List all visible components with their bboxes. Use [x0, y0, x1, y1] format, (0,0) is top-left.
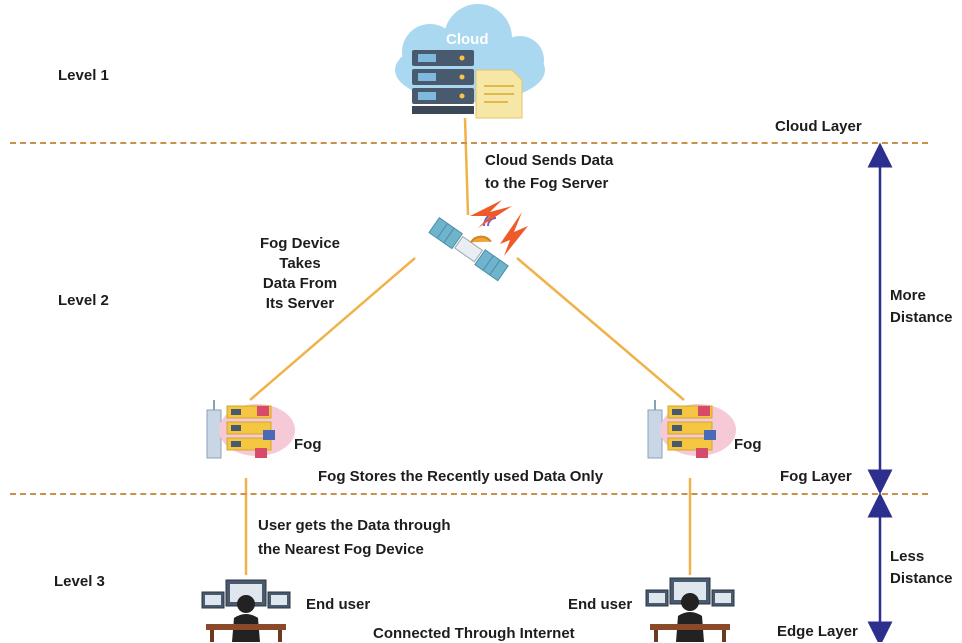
- level-1-label: Level 1: [58, 67, 109, 84]
- connector-lines: [244, 117, 692, 575]
- user-gets-text-line2: the Nearest Fog Device: [258, 541, 424, 558]
- satellite-to-fog-left-line: [249, 257, 416, 401]
- fog-device-text-line3: Data From: [262, 275, 338, 292]
- cloud-server-icon: [395, 4, 545, 119]
- fog-layer-label: Fog Layer: [780, 468, 852, 485]
- cloud-sends-text-line1: Cloud Sends Data: [485, 152, 614, 169]
- fog-stores-text: Fog Stores the Recently used Data Only: [318, 468, 604, 485]
- end-user-workstation-icon: [201, 579, 291, 642]
- level-2-label: Level 2: [58, 292, 109, 309]
- end-user-right-label: End user: [568, 596, 633, 613]
- less-distance-text-line2: Distance: [890, 570, 953, 587]
- level-3-label: Level 3: [54, 573, 105, 590]
- cloud-to-satellite-line: [463, 117, 470, 216]
- satellite-to-fog-right-line: [516, 257, 685, 401]
- lightning-icon: [470, 200, 528, 256]
- fog-layer-divider: [10, 493, 928, 495]
- fog-left-label: Fog: [294, 436, 322, 453]
- more-distance-text-line2: Distance: [890, 309, 953, 326]
- cloud-layer-label: Cloud Layer: [775, 118, 862, 135]
- cloud-label: Cloud: [446, 31, 489, 48]
- fog-device-text-line4: Its Server: [265, 295, 335, 312]
- connected-text: Connected Through Internet: [373, 625, 575, 642]
- less-distance-text-line1: Less: [890, 548, 925, 565]
- more-distance-text-line1: More: [890, 287, 926, 304]
- edge-layer-label: Edge Layer: [777, 623, 858, 640]
- fog-device-text-line2: Takes: [279, 255, 321, 272]
- fog-device-text-line1: Fog Device: [259, 235, 341, 252]
- fog-node-icon: [647, 400, 736, 459]
- satellite-icon: [428, 217, 509, 282]
- cloud-sends-text-line2: to the Fog Server: [485, 175, 609, 192]
- end-user-left-label: End user: [306, 596, 371, 613]
- fog-right-label: Fog: [734, 436, 762, 453]
- user-gets-text-line1: User gets the Data through: [258, 517, 451, 534]
- cloud-layer-divider: [10, 142, 928, 144]
- end-user-workstation-icon: [645, 577, 735, 642]
- fog-node-icon: [206, 400, 295, 459]
